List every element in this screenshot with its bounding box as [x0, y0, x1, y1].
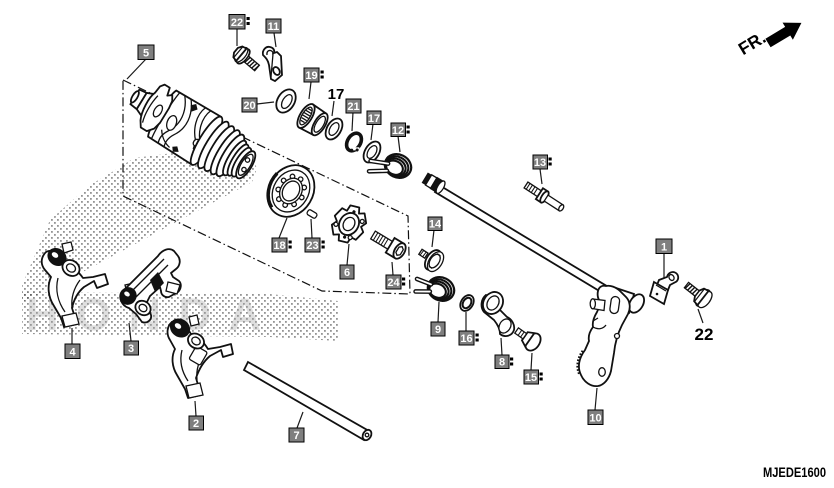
svg-text:17: 17 — [368, 113, 380, 125]
svg-text:4: 4 — [69, 347, 76, 359]
svg-text:5: 5 — [143, 48, 149, 60]
svg-text:23: 23 — [306, 240, 318, 252]
svg-text:22: 22 — [231, 17, 243, 29]
svg-text:9: 9 — [435, 324, 441, 336]
svg-text:13: 13 — [534, 157, 546, 169]
svg-text:12: 12 — [392, 125, 404, 137]
svg-text:22: 22 — [695, 325, 714, 344]
svg-text:8: 8 — [499, 357, 505, 369]
svg-text:14: 14 — [429, 219, 442, 231]
svg-text:20: 20 — [243, 100, 255, 112]
svg-text:10: 10 — [589, 413, 601, 425]
svg-text:6: 6 — [344, 267, 350, 279]
svg-text:1: 1 — [661, 242, 667, 254]
svg-text:21: 21 — [347, 101, 359, 113]
svg-text:18: 18 — [273, 240, 285, 252]
svg-text:24: 24 — [387, 277, 400, 289]
svg-text:11: 11 — [268, 21, 280, 33]
svg-text:2: 2 — [193, 418, 199, 430]
svg-text:MJEDE1600: MJEDE1600 — [763, 465, 826, 480]
svg-text:7: 7 — [293, 430, 299, 442]
svg-text:17: 17 — [328, 86, 345, 103]
svg-text:3: 3 — [128, 343, 134, 355]
svg-text:16: 16 — [460, 333, 472, 345]
svg-text:15: 15 — [525, 372, 537, 384]
svg-text:19: 19 — [305, 70, 317, 82]
